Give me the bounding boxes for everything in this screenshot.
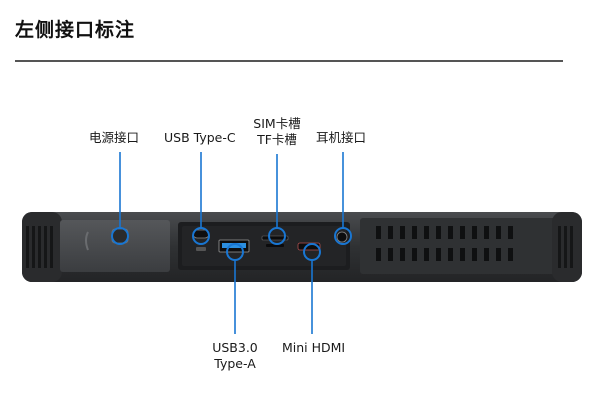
callout-ring-usb3 — [226, 243, 244, 261]
right-grille — [360, 218, 560, 274]
callout-ring-sim-tf — [268, 227, 286, 245]
power-panel — [60, 220, 170, 272]
callout-ring-usb-c — [192, 227, 210, 245]
callout-ring-mini-hdmi — [303, 243, 321, 261]
tf-slot — [266, 244, 284, 247]
label-headphone: 耳机接口 — [316, 130, 367, 145]
title-divider — [15, 60, 563, 62]
label-sim-line1: SIM卡槽 — [253, 116, 301, 131]
right-bumper-grille — [552, 212, 582, 282]
headphone-jack — [336, 231, 348, 243]
callout-ring-headphone — [334, 227, 352, 245]
label-mini-hdmi: Mini HDMI — [282, 340, 346, 355]
label-usb3-line2: Type-A — [214, 356, 256, 371]
label-usb3-line1: USB3.0 — [212, 340, 258, 355]
label-usb3: USB3.0 Type-A — [204, 340, 266, 372]
page-title: 左侧接口标注 — [15, 19, 136, 41]
label-usb-type-c: USB Type-C — [164, 130, 236, 145]
label-power: 电源接口 — [89, 130, 140, 145]
left-bumper-grille — [22, 212, 62, 282]
label-sim-tf: SIM卡槽 TF卡槽 — [248, 116, 306, 148]
label-sim-line2: TF卡槽 — [257, 132, 297, 147]
callout-ring-power — [111, 227, 129, 245]
